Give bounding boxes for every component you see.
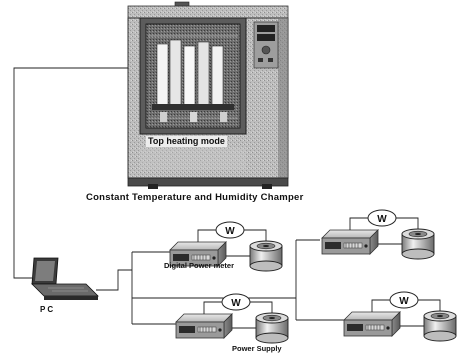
power-meter-symbol-4: W xyxy=(399,296,409,307)
power-meter-symbol-3: W xyxy=(231,298,241,309)
connection-lines xyxy=(13,67,344,325)
humidity-chamber xyxy=(127,1,289,189)
digital-power-meter-label: Digital Power meter xyxy=(164,261,235,270)
power-meter-symbol-1: W xyxy=(225,226,235,237)
power-meter-symbol-2: W xyxy=(377,214,387,225)
pc-laptop xyxy=(31,257,99,300)
chamber-pc-cable xyxy=(13,67,128,279)
chamber-control-panel xyxy=(253,21,279,69)
top-heating-mode-label: Top heating mode xyxy=(146,136,227,147)
pc-bus-cable xyxy=(96,269,132,291)
pc-label: PC xyxy=(40,305,56,314)
power-supply-label: Power Supply xyxy=(232,344,282,353)
chamber-specimens xyxy=(148,35,238,122)
chamber-label: Constant Temperature and Humidity Champe… xyxy=(86,192,304,203)
